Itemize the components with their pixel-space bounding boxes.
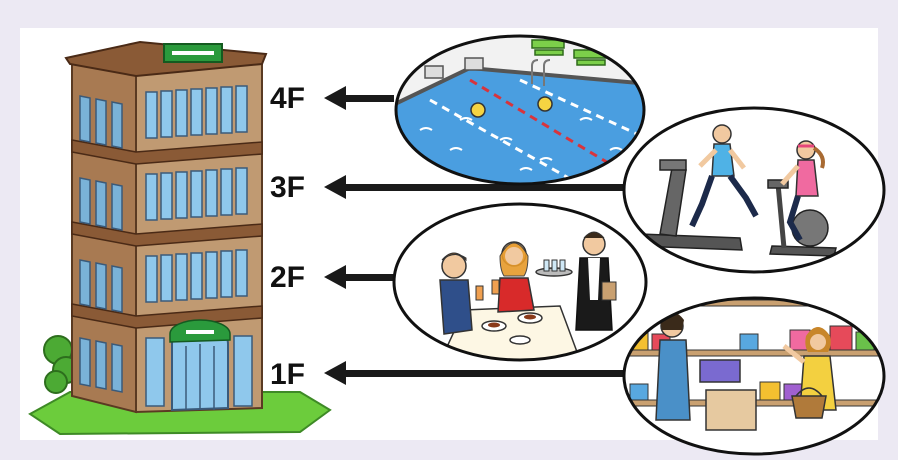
scene-swimming-pool [394, 34, 646, 186]
building [28, 40, 332, 436]
floor-label-3f: 3F [270, 171, 305, 204]
shelf [624, 299, 884, 307]
pool-water [396, 68, 644, 184]
shopping-basket [791, 395, 827, 419]
floor-labels: 4F 3F 2F 1F [270, 82, 305, 391]
windows-floor-2 [145, 249, 248, 303]
counter [705, 389, 757, 431]
floor-label-4f: 4F [270, 82, 305, 115]
floor-bands [71, 139, 263, 329]
shop-window [233, 335, 253, 407]
windows-floor-4 [145, 85, 248, 139]
side-windows [79, 95, 123, 393]
floor-band [71, 221, 263, 247]
arrows [324, 86, 624, 385]
arrow-2f [324, 265, 396, 289]
arrow-1f [324, 361, 624, 385]
rooftop-sign-stripe [172, 51, 214, 55]
runner [712, 124, 732, 144]
floor-label-1f: 1F [270, 358, 305, 391]
pool-benches [531, 39, 607, 66]
restaurant-vignette-border [392, 202, 648, 362]
cyclist [796, 140, 816, 160]
shop-window [145, 337, 165, 407]
gym-vignette-border [622, 106, 886, 274]
swimmer [470, 102, 486, 118]
floor-band [71, 303, 263, 329]
shop-vignette-border [622, 296, 886, 456]
exercise-bike [769, 245, 837, 257]
pool-vignette-border [394, 34, 646, 186]
scene-gym [622, 106, 886, 274]
ground-floor-entrance [145, 319, 253, 412]
floor-band [71, 139, 263, 165]
swimmer [537, 96, 553, 112]
bush [44, 370, 68, 394]
floor-label-2f: 2F [270, 261, 305, 294]
scene-restaurant [392, 202, 648, 362]
windows-floor-3 [145, 167, 248, 221]
scene-gift-shop [622, 296, 886, 456]
arrow-4f [324, 86, 394, 110]
gift-box-wrapped [699, 359, 741, 383]
arrow-3f [324, 175, 624, 199]
